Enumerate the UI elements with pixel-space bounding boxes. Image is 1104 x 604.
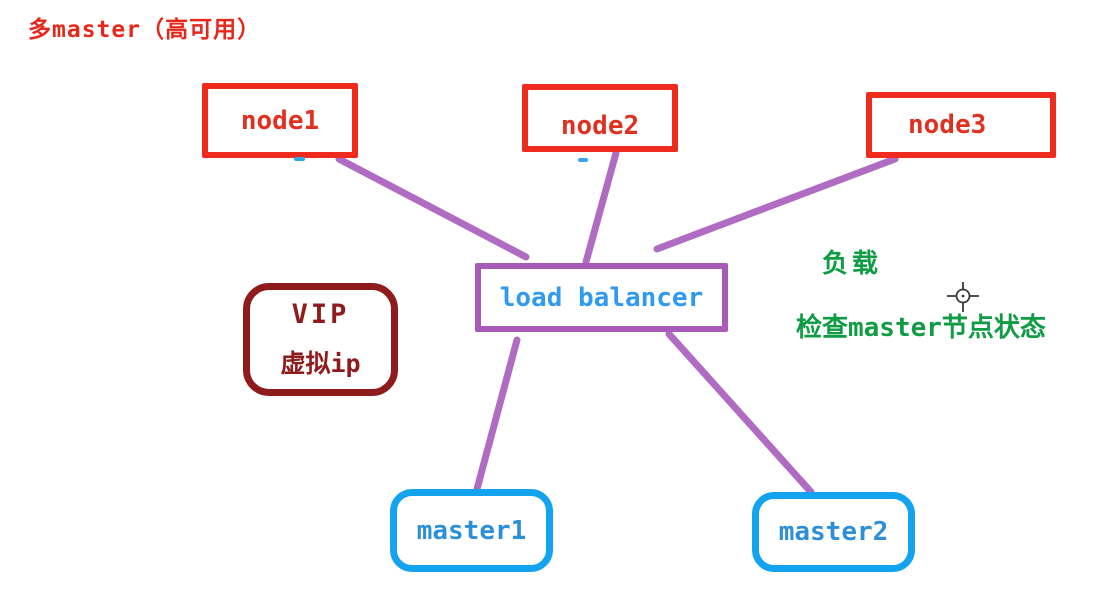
vip-box: VIP 虚拟ip [243,283,398,396]
stray-mark-under-node2 [578,158,588,162]
stray-mark-under-node1 [294,157,305,161]
master1-label: master1 [416,515,527,546]
load-balancer-label: load balancer [499,282,704,313]
vip-subtitle: 虚拟ip [280,349,361,378]
vip-title: VIP [291,299,350,330]
connector-node3-loadbalancer [653,155,899,253]
annotation-load: 负载 [822,249,883,279]
master2-label: master2 [778,517,889,547]
annotation-check-master-status: 检查master节点状态 [796,313,1046,343]
load-balancer-box: load balancer [475,263,728,332]
connector-node2-loadbalancer [582,149,620,266]
node1-box: node1 [202,83,358,158]
diagram-title: 多master（高可用） [28,17,262,43]
node2-box: node2 [522,84,678,152]
master2-box: master2 [752,492,915,572]
node3-label: node3 [908,110,987,140]
node3-box: node3 [866,92,1056,158]
connector-node1-loadbalancer [335,155,530,261]
node2-label: node2 [560,111,640,141]
connector-loadbalancer-master2 [665,330,815,496]
node1-label: node1 [240,105,320,136]
connector-loadbalancer-master1 [473,336,521,493]
master1-box: master1 [390,489,553,572]
